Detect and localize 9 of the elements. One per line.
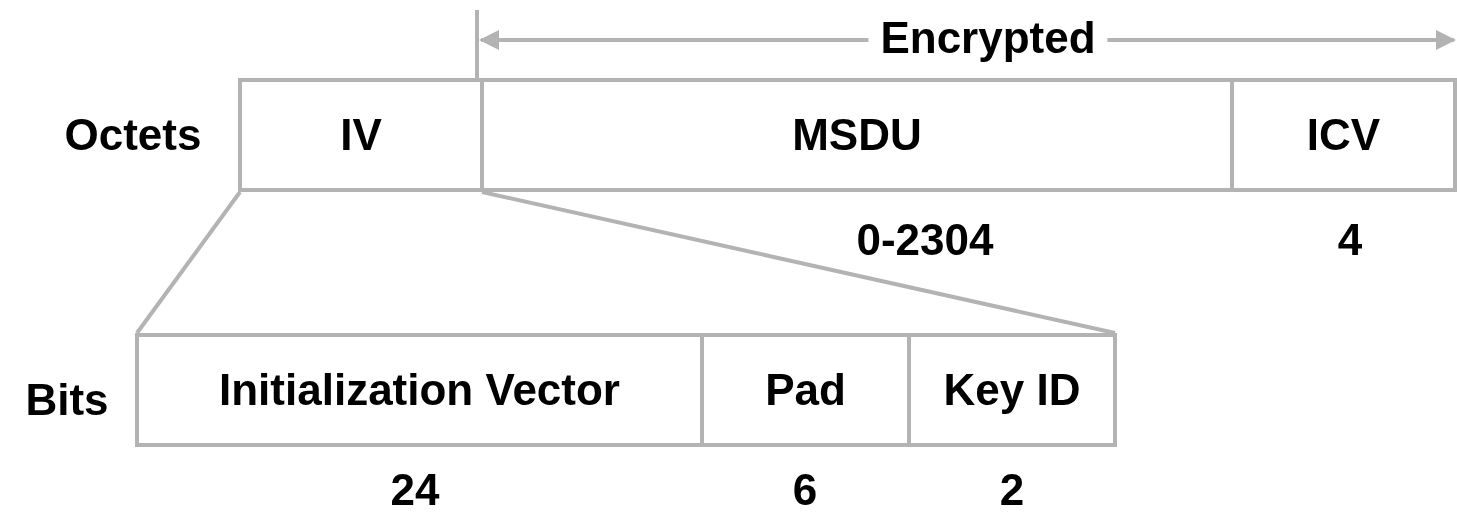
expansion-line — [481, 190, 1116, 335]
row-label: Bits — [25, 378, 109, 422]
size-label: 0-2304 — [856, 218, 994, 262]
size-label: 6 — [792, 468, 818, 512]
expansion-line — [135, 190, 242, 335]
row-label: Octets — [64, 113, 202, 157]
size-label: 4 — [1337, 218, 1363, 262]
size-label: 2 — [999, 468, 1025, 512]
size-label: 24 — [390, 468, 440, 512]
